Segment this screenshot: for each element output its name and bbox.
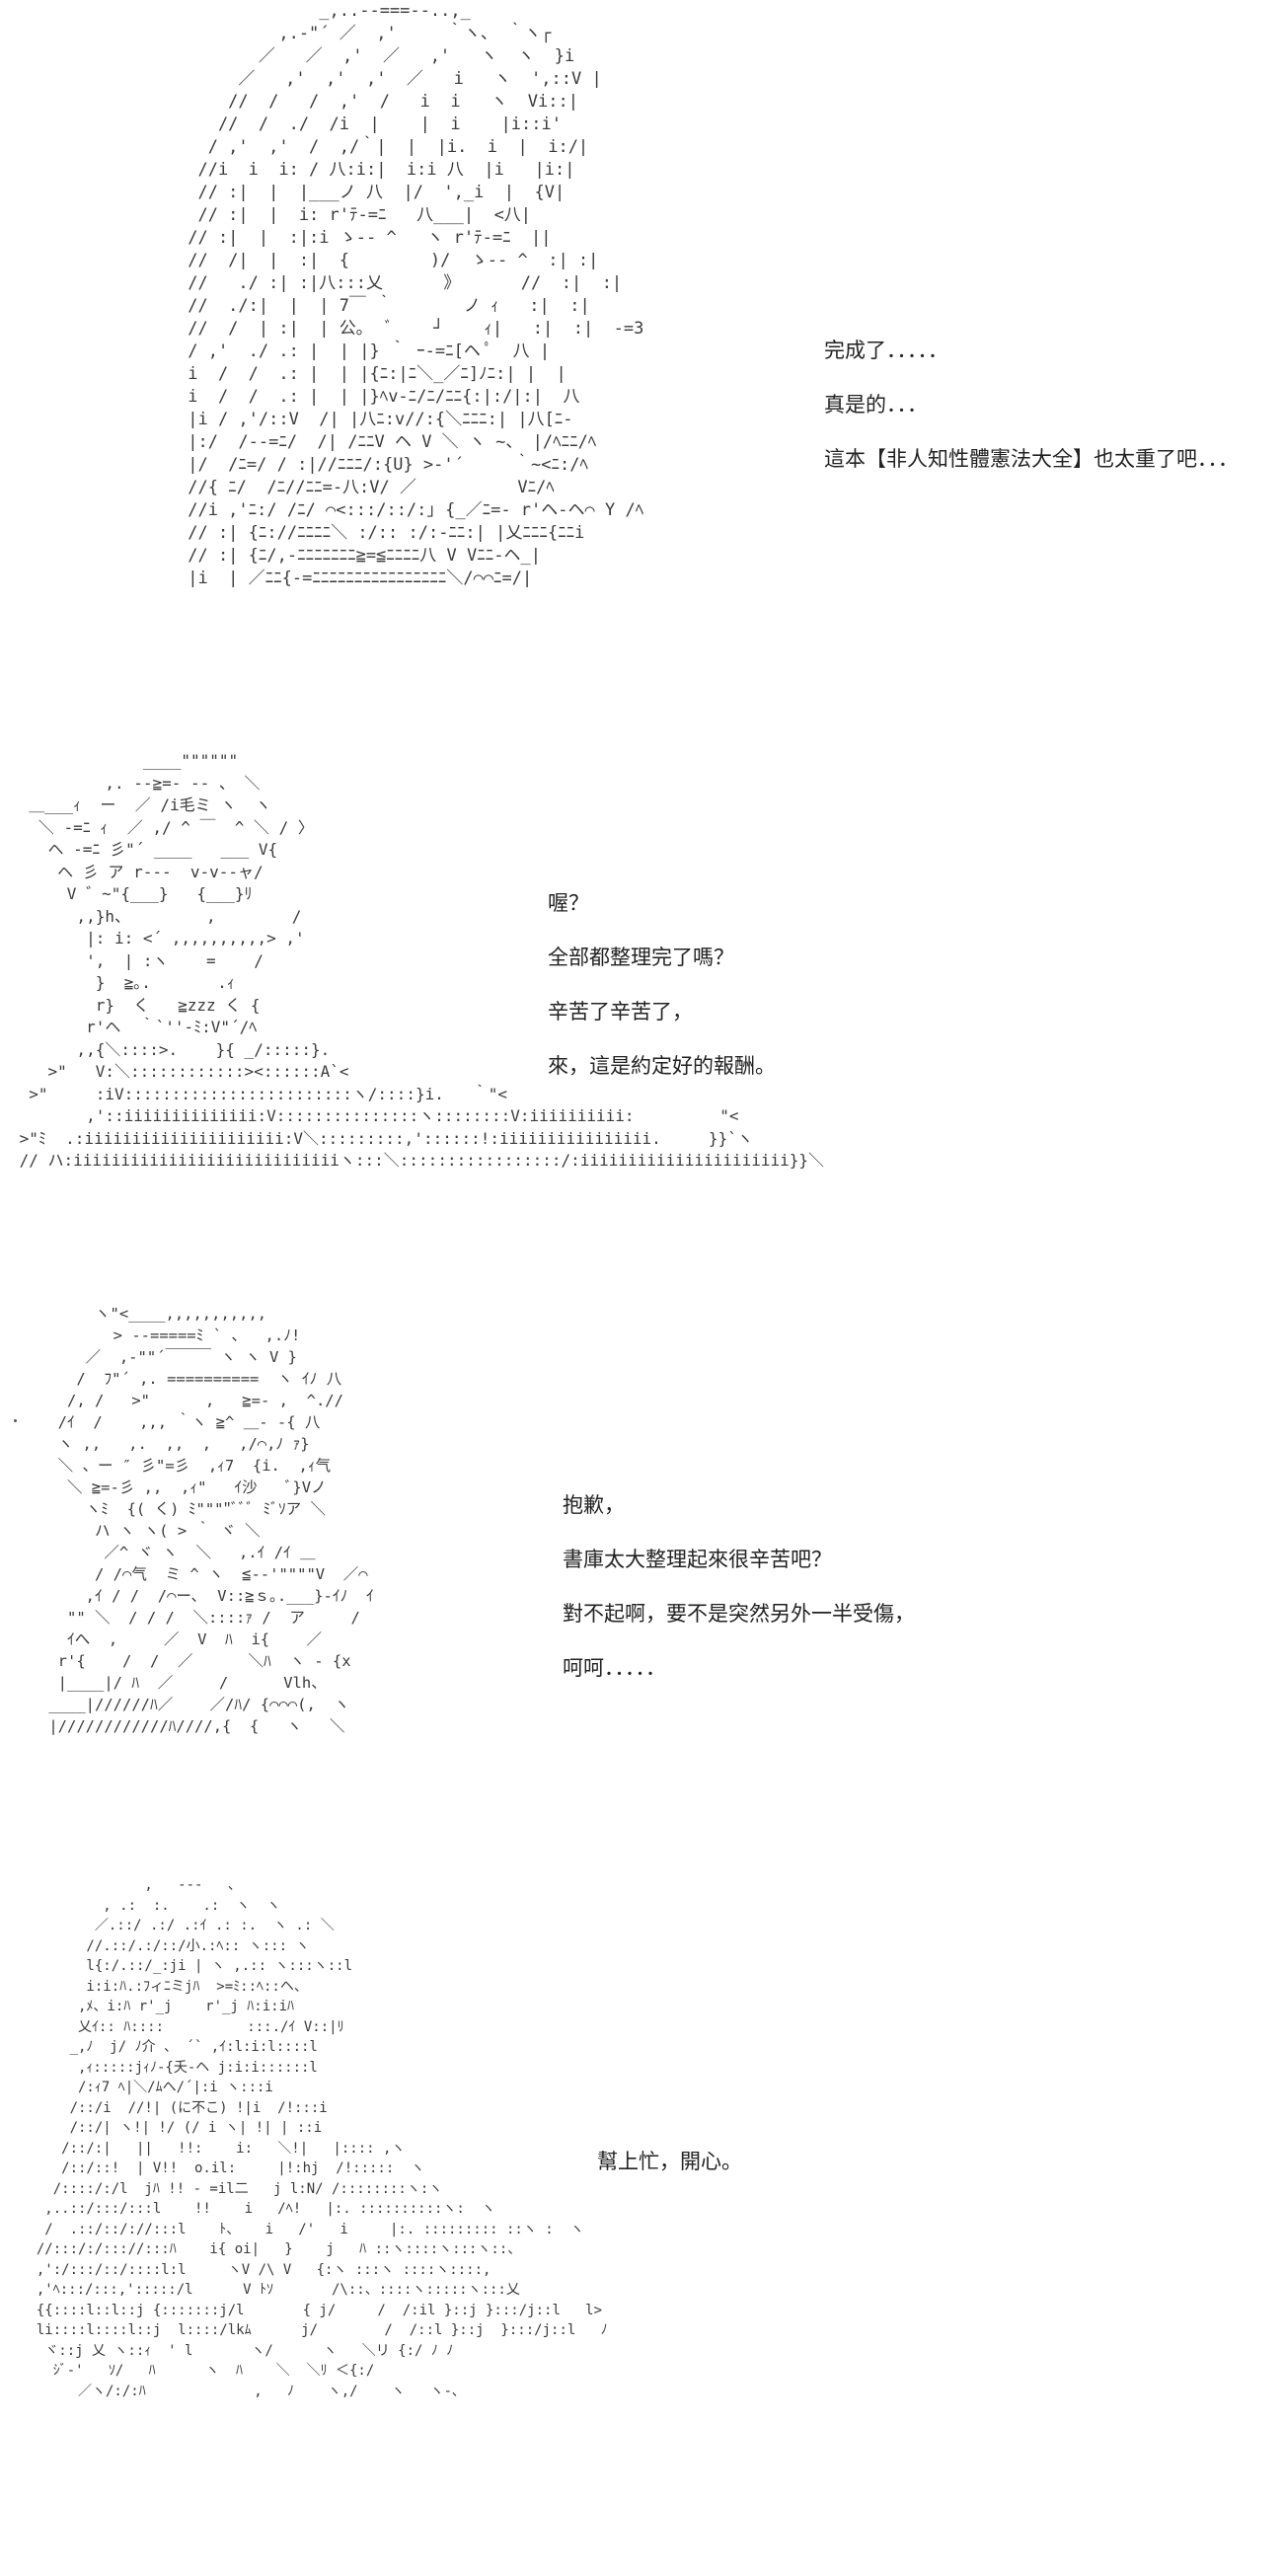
dialogue-line: 幫上忙，開心。	[597, 2150, 742, 2173]
dialogue-4: 幫上忙，開心。	[597, 2147, 742, 2201]
dialogue-line: 喔？	[548, 891, 589, 915]
dialogue-line: 完成了．．．．．	[824, 339, 948, 362]
ascii-art-girl-1: _,..-‐===‐-..,_ ,.‐"´ ／ ,' ｀ヽ、 ｀ヽ┌ ／ ／ ,…	[188, 1, 644, 588]
dialogue-line: 真是的．．．	[824, 393, 928, 417]
dialogue-line: 書庫太大整理起來很辛苦吧？	[563, 1548, 832, 1571]
dialogue-line: 這本【非人知性體憲法大全】也太重了吧．．．	[824, 447, 1239, 471]
stray-dot	[14, 1419, 17, 1422]
panel-4: , -‐‐ 、 , .: :. .: ヽ ヽ ／.::/ .:/ .:ｲ .: …	[0, 1875, 1283, 2566]
panel-1: _,..-‐===‐-..,_ ,.‐"´ ／ ,' ｀ヽ、 ｀ヽ┌ ／ ／ ,…	[0, 0, 1283, 720]
ascii-art-girl-2: , -‐‐ 、 , .: :. .: ヽ ヽ ／.::/ .:/ .:ｲ .: …	[36, 1877, 608, 2399]
dialogue-2: 喔？ 全部都整理完了嗎？ 辛苦了辛苦了， 來，這是約定好的報酬。	[548, 888, 776, 1105]
dialogue-line: 抱歉，	[563, 1493, 625, 1517]
dialogue-line: 來，這是約定好的報酬。	[548, 1054, 776, 1078]
dialogue-line: 呵呵．．．．．	[563, 1656, 666, 1680]
dialogue-1: 完成了．．．．． 真是的．．． 這本【非人知性體憲法大全】也太重了吧．．．	[824, 336, 1239, 498]
ascii-art-man: ____"""""" ,. -‐≧=- -- 、 ＼ ＿___ｨ ー ／ /i毛…	[19, 751, 824, 1170]
dialogue-line: 辛苦了辛苦了，	[548, 1000, 693, 1023]
dialogue-line: 對不起啊，要不是突然另外一半受傷，	[563, 1602, 915, 1626]
dialogue-line: 全部都整理完了嗎？	[548, 946, 734, 969]
panel-3: ヽ"<____,,,,,,,,,,, > -‐=====ﾐ ` 、 ,.ﾉ! ／…	[0, 1303, 1283, 1826]
panel-2: ____"""""" ,. -‐≧=- -- 、 ＼ ＿___ｨ ー ／ /i毛…	[0, 750, 1283, 1273]
ascii-art-old-man: ヽ"<____,,,,,,,,,,, > -‐=====ﾐ ` 、 ,.ﾉ! ／…	[48, 1305, 374, 1735]
dialogue-3: 抱歉， 書庫太大整理起來很辛苦吧？ 對不起啊，要不是突然另外一半受傷， 呵呵．．…	[563, 1490, 915, 1707]
